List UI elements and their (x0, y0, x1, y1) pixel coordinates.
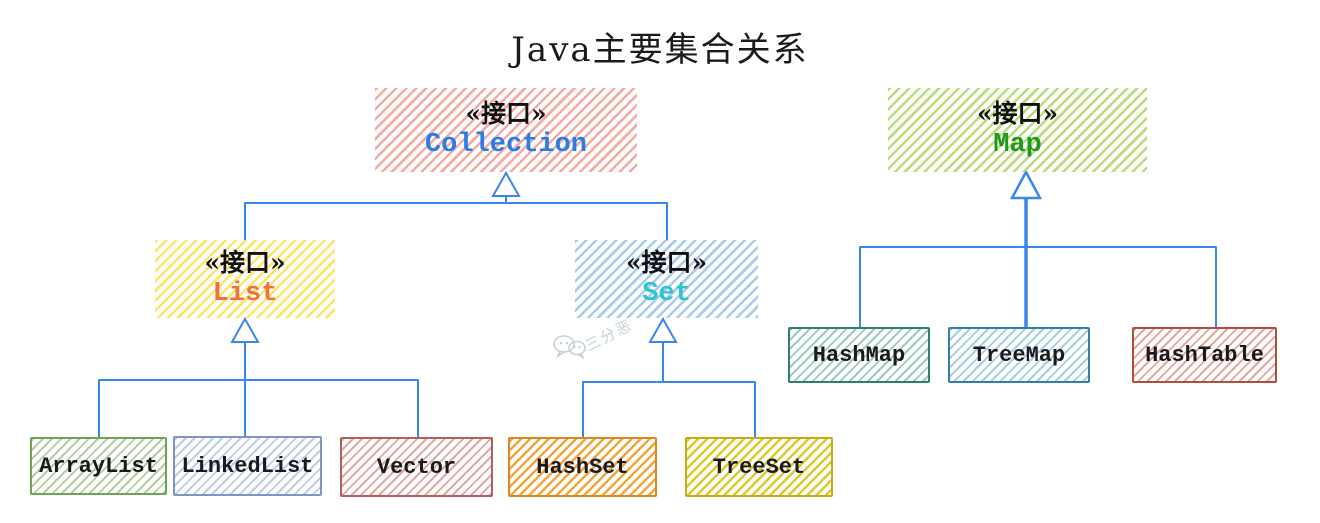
inheritance-arrowhead (491, 170, 521, 197)
interface-name-collection: Collection (424, 130, 588, 161)
node-class-hashset: HashSet (508, 437, 657, 497)
interface-name-map: Map (993, 130, 1042, 161)
node-interface-collection: «接口» Collection (375, 88, 637, 172)
class-name-hashmap: HashMap (812, 342, 906, 368)
node-interface-list: «接口» List (155, 240, 335, 318)
node-class-treeset: TreeSet (685, 437, 833, 497)
connector-set-children (582, 316, 756, 438)
class-name-treeset: TreeSet (712, 454, 806, 480)
class-name-hashset: HashSet (536, 454, 629, 480)
stereotype-label: «接口» (625, 248, 708, 278)
node-class-arraylist: ArrayList (30, 437, 167, 495)
inheritance-arrowhead (230, 316, 260, 343)
class-name-vector: Vector (376, 454, 457, 480)
connector-map-children (859, 169, 1217, 329)
node-class-treemap: TreeMap (948, 327, 1090, 383)
interface-name-set: Set (642, 279, 691, 310)
stereotype-label: «接口» (204, 248, 286, 278)
interface-name-list: List (212, 279, 278, 310)
node-interface-set: «接口» Set (575, 240, 758, 318)
stereotype-label: «接口» (976, 99, 1059, 129)
class-name-arraylist: ArrayList (39, 453, 158, 479)
node-class-vector: Vector (340, 437, 493, 497)
class-name-linkedlist: LinkedList (181, 453, 314, 479)
node-interface-map: «接口» Map (888, 88, 1147, 172)
connector-collection-children (244, 170, 668, 241)
inheritance-arrowhead (648, 316, 678, 343)
class-name-treemap: TreeMap (972, 342, 1066, 368)
node-class-linkedlist: LinkedList (173, 436, 322, 496)
node-class-hashmap: HashMap (788, 327, 930, 383)
connector-list-children (98, 316, 419, 438)
node-class-hashtable: HashTable (1132, 327, 1277, 383)
inheritance-arrowhead (1009, 169, 1043, 200)
diagram-title: Java主要集合关系 (511, 30, 809, 70)
stereotype-label: «接口» (465, 99, 547, 129)
class-name-hashtable: HashTable (1145, 342, 1264, 368)
